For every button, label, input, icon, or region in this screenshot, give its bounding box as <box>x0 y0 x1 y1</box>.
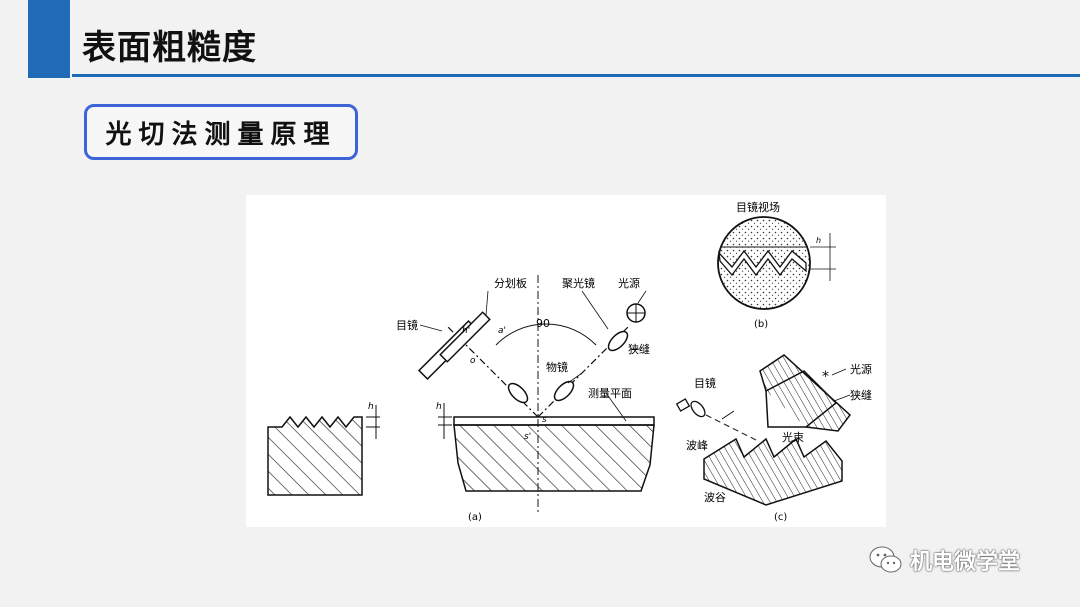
reticle-label: 分划板 <box>494 276 527 290</box>
condenser-label: 聚光镜 <box>562 276 595 290</box>
beam-illustration: * <box>675 354 852 506</box>
s-prime-label: s' <box>524 432 531 442</box>
main-h-label: h <box>436 402 442 412</box>
watermark: 机电微学堂 <box>868 540 1020 580</box>
caption-c: (c) <box>774 512 787 523</box>
s-label: s <box>542 415 547 425</box>
light-source-label-a: 光源 <box>618 276 640 290</box>
title-underline <box>72 74 1080 77</box>
field-of-view: h <box>717 216 836 310</box>
caption-b: (b) <box>754 319 768 330</box>
illumination-assembly <box>553 290 647 422</box>
caption-a: (a) <box>468 512 482 523</box>
measure-plane-label: 测量平面 <box>588 387 632 400</box>
left-h-label: h <box>368 402 374 412</box>
watermark-text: 机电微学堂 <box>910 550 1021 575</box>
angle-label: 90 <box>536 317 550 330</box>
star-light-icon: * <box>822 369 829 385</box>
valley-label: 波谷 <box>704 491 726 504</box>
section-label: 光切法测量原理 <box>105 119 337 150</box>
title-bar <box>0 0 1080 78</box>
main-specimen: h s s' <box>436 275 655 513</box>
slit-label-c: 狭缝 <box>850 388 872 402</box>
slit-label-a: 狭缝 <box>628 342 650 356</box>
section-label-box: 光切法测量原理 <box>84 104 358 160</box>
h-prime-label: h' <box>462 326 470 336</box>
field-of-view-label: 目镜视场 <box>736 200 780 214</box>
wechat-icon <box>869 546 902 573</box>
objective-label: 物镜 <box>546 360 568 374</box>
diagram-svg: h h s s' 90 h' a' o <box>267 200 872 523</box>
eyepiece-label-c: 目镜 <box>694 376 716 390</box>
light-section-diagram: h h s s' 90 h' a' o <box>246 195 886 527</box>
page-title: 表面粗糙度 <box>82 28 257 68</box>
title-accent-block <box>28 0 70 78</box>
light-source-label-c: 光源 <box>850 362 872 376</box>
reticle-assembly: h' a' o <box>417 290 529 404</box>
peak-label: 波峰 <box>686 439 708 452</box>
beam-label: 光束 <box>782 430 804 444</box>
b-h-label: h <box>816 236 821 245</box>
o-label: o <box>470 356 476 366</box>
left-specimen: h <box>267 402 380 496</box>
a-prime-label: a' <box>498 326 506 336</box>
eyepiece-label: 目镜 <box>396 318 418 332</box>
